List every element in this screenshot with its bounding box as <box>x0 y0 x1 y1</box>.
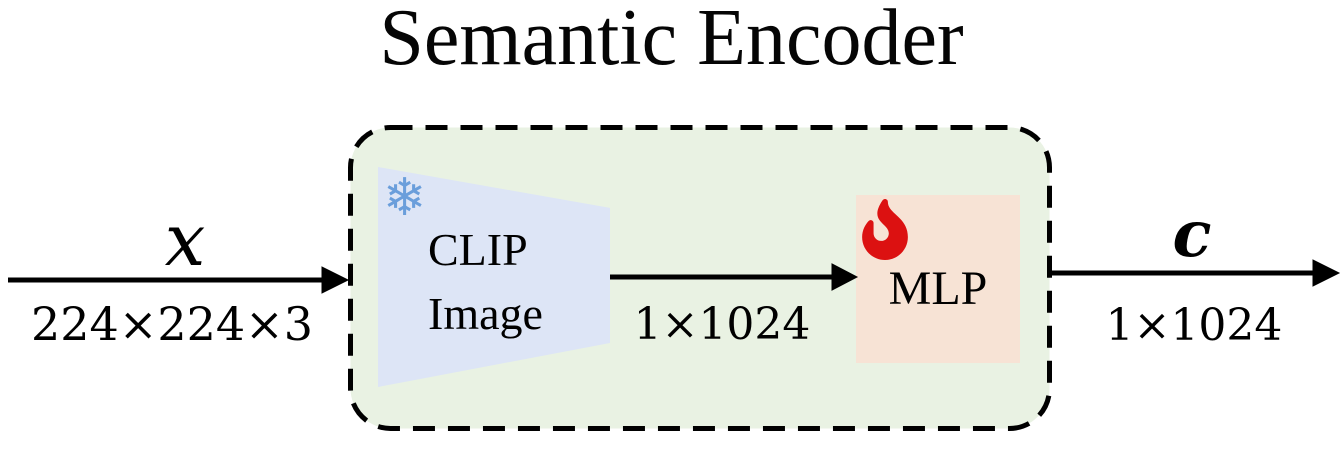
diagram-title: Semantic Encoder <box>379 0 964 82</box>
clip-label-line2: Image <box>428 288 543 339</box>
mlp-label: MLP <box>888 262 988 315</box>
clip-output-shape-label: 1×1024 <box>633 299 811 350</box>
output-symbol-label: c <box>1172 197 1212 272</box>
snowflake-icon: ❄ <box>383 168 427 228</box>
clip-label-line1: CLIP <box>428 224 528 275</box>
flame-shape <box>862 199 908 260</box>
input-symbol-label: x <box>164 198 206 282</box>
output-shape-label: 1×1024 <box>1105 300 1283 351</box>
clip-to-mlp-arrow <box>610 263 859 291</box>
clip-image-label: CLIP Image <box>428 218 543 346</box>
flame-icon <box>862 199 908 260</box>
input-shape-label: 224×224×3 <box>31 297 313 351</box>
